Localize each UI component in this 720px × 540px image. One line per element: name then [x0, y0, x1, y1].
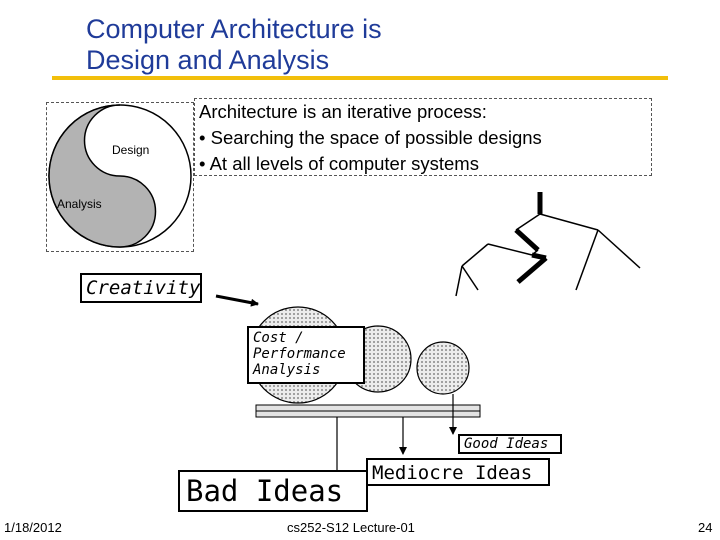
creativity-label: Creativity: [80, 273, 202, 303]
good-ideas-label: Good Ideas: [458, 434, 562, 454]
intro-text-box: Architecture is an iterative process: • …: [194, 98, 652, 176]
cpa-line-1: Cost /: [253, 330, 363, 346]
cpa-line-3: Analysis: [253, 362, 363, 378]
footer-page-number: 24: [698, 520, 712, 535]
design-space-tree: [456, 192, 640, 296]
filter-platform: [256, 405, 480, 417]
analysis-label: Analysis: [57, 197, 102, 211]
intro-bullet-2: • At all levels of computer systems: [199, 151, 651, 177]
intro-bullet-1: • Searching the space of possible design…: [199, 125, 651, 151]
footer-date: 1/18/2012: [4, 520, 62, 535]
creativity-arrow: [216, 296, 258, 304]
yin-yang-icon: [49, 105, 191, 247]
intro-line-1: Architecture is an iterative process:: [199, 99, 651, 125]
mediocre-ideas-label: Mediocre Ideas: [366, 458, 550, 486]
cpa-line-2: Performance: [253, 346, 363, 362]
design-label: Design: [112, 143, 149, 157]
bad-ideas-label: Bad Ideas: [178, 470, 368, 512]
cost-performance-analysis-box: Cost / Performance Analysis: [247, 326, 365, 384]
footer-course: cs252-S12 Lecture-01: [287, 520, 415, 535]
